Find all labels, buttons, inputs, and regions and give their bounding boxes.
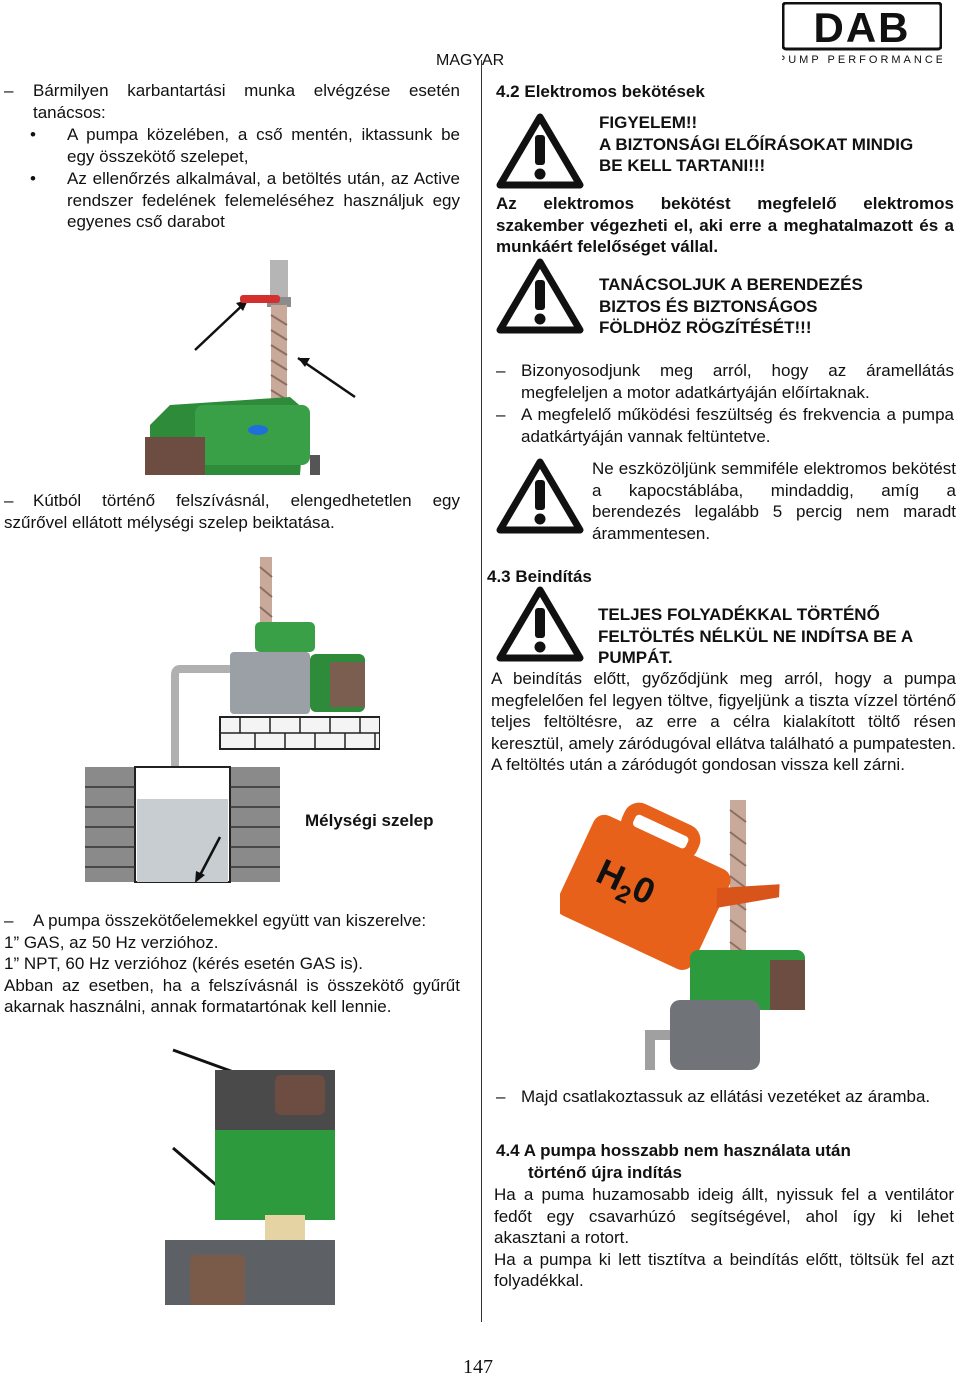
- restart-paragraph: Ha a puma huzamosabb ideig állt, nyissuk…: [494, 1185, 954, 1290]
- logo-subtext: PUMP PERFORMANCE: [782, 54, 942, 66]
- page-number: 147: [463, 1356, 493, 1378]
- dab-logo: DAB PUMP PERFORMANCE: [778, 1, 943, 66]
- start-paragraph: A beindítás előtt, győződjünk meg arról,…: [491, 669, 956, 774]
- dash-marker: –: [4, 911, 14, 930]
- bullet-text: A pumpa közelében, a cső mentén, iktassu…: [67, 125, 460, 166]
- connectors-note: – A pumpa összekötőelemekkel együtt van …: [4, 910, 460, 1018]
- connector-illustration: [165, 1040, 335, 1305]
- connectors-line: 1” NPT, 60 Hz verzióhoz (kérés esetén GA…: [4, 954, 364, 973]
- dash-marker: –: [4, 491, 14, 510]
- warning-prime: TELJES FOLYADÉKKAL TÖRTÉNŐ FELTÖLTÉS NÉL…: [598, 605, 914, 667]
- dash-marker: –: [4, 81, 14, 100]
- bullet-dot: •: [30, 169, 36, 188]
- warning-icon: [496, 113, 584, 194]
- warning-icon: [496, 258, 584, 339]
- warning-safety: FIGYELEM!! A BIZTONSÁGI ELŐÍRÁSOKAT MIND…: [599, 113, 914, 175]
- connectors-text: A pumpa összekötőelemekkel együtt van ki…: [33, 911, 427, 930]
- electrician-paragraph: Az elektromos bekötést megfelelő elektro…: [496, 194, 954, 256]
- bullet-item: • Az ellenőrzés alkalmával, a betöltés u…: [30, 168, 460, 233]
- section-4-2-title: 4.2 Elektromos bekötések: [496, 82, 705, 101]
- maintenance-intro: – Bármilyen karbantartási munka elvégzés…: [4, 80, 460, 123]
- well-installation-illustration: [80, 557, 381, 887]
- section-4-3-title: 4.3 Beindítás: [487, 567, 592, 586]
- well-text: Kútból történő felszívásnál, elengedhete…: [4, 491, 460, 532]
- warning-icon: [496, 586, 584, 667]
- check-item: – Bizonyosodjunk meg arról, hogy az áram…: [496, 361, 954, 402]
- bullet-dot: •: [30, 125, 36, 144]
- logo-text: DAB: [814, 4, 911, 51]
- warning-terminal: Ne eszközöljünk semmiféle elektromos bek…: [592, 459, 956, 543]
- connectors-line: 1” GAS, az 50 Hz verzióhoz.: [4, 932, 219, 952]
- column-divider: [481, 60, 482, 1322]
- connectors-line: Abban az esetben, ha a felszívásnál is ö…: [4, 975, 460, 1017]
- filling-illustration: H20: [556, 800, 805, 1070]
- check-item: – A megfelelő működési feszültség és fre…: [496, 405, 954, 446]
- warning-icon: [496, 458, 584, 539]
- well-note: – Kútból történő felszívásnál, elengedhe…: [4, 490, 460, 533]
- intro-text: Bármilyen karbantartási munka elvégzése …: [33, 81, 460, 122]
- foot-valve-label: Mélységi szelep: [305, 811, 434, 830]
- language-label: MAGYAR: [436, 52, 505, 69]
- bullet-item: • A pumpa közelében, a cső mentén, iktas…: [30, 124, 460, 167]
- section-4-4-title: 4.4 A pumpa hosszabb nem használata után…: [496, 1141, 851, 1182]
- bullet-text: Az ellenőrzés alkalmával, a betöltés utá…: [67, 169, 460, 231]
- power-note: – Majd csatlakoztassuk az ellátási vezet…: [496, 1087, 931, 1106]
- warning-grounding: TANÁCSOLJUK A BERENDEZÉS BIZTOS ÉS BIZTO…: [599, 275, 863, 337]
- pump-valve-illustration: [140, 255, 470, 475]
